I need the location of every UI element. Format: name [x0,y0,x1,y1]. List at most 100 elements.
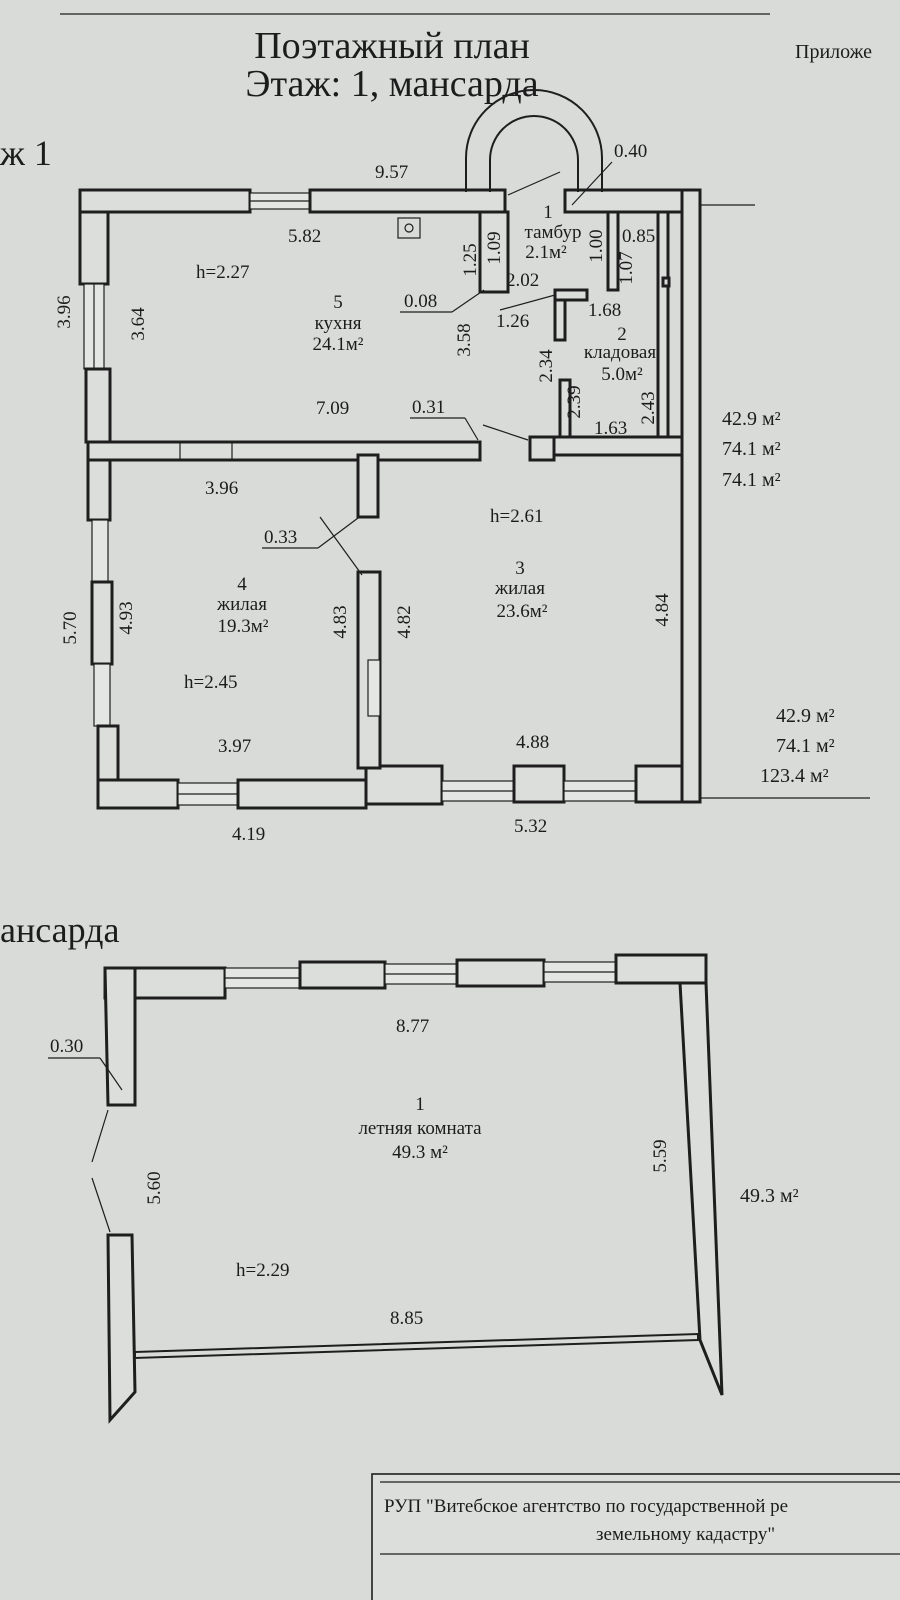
height-room3: h=2.61 [490,506,543,527]
floor1-labels: ж 1 1 тамбур 2.1м² 2 кладовая 5.0м² 3 жи… [0,133,835,845]
dim-0-33: 0.33 [264,527,297,548]
dim-7-09: 7.09 [316,398,349,419]
room2-area: 5.0м² [601,364,643,385]
total-lower-1: 42.9 м² [776,705,835,727]
dim-9-57: 9.57 [375,162,408,183]
wall-pantry-left [553,298,567,342]
dim-3-64: 3.64 [128,307,149,341]
dim-0-40: 0.40 [614,141,647,162]
room3-area: 23.6м² [497,601,548,622]
room1-area: 2.1м² [525,242,567,263]
attic-height: h=2.29 [236,1260,289,1281]
attic-dim-8-85: 8.85 [390,1308,423,1329]
stove-icon [397,217,421,239]
attic-walls [48,953,724,1424]
porch-arch-outer [465,89,603,192]
room5-name: кухня [315,313,362,334]
floor1-walls [78,89,870,810]
wall-pantry-right [656,210,670,439]
dim-3-58: 3.58 [454,323,475,356]
height-room4: h=2.45 [184,672,237,693]
dim-0-31: 0.31 [412,397,445,418]
attic-room-number: 1 [415,1094,425,1115]
room2-number: 2 [617,324,627,345]
dim-2-43: 2.43 [638,391,659,424]
stamp-line1: РУП "Витебское агентство по государствен… [384,1496,788,1517]
stamp-block: РУП "Витебское агентство по государствен… [371,1473,900,1600]
dim-3-96-b: 3.96 [205,478,238,499]
attic-dim-0-30: 0.30 [50,1036,83,1057]
room5-area: 24.1м² [313,334,364,355]
dim-1-26: 1.26 [496,311,529,332]
attic-dim-5-59: 5.59 [650,1139,671,1172]
dim-4-83: 4.83 [330,605,351,638]
header: Поэтажный план Этаж: 1, мансарда Приложе [60,13,872,105]
dim-4-88: 4.88 [516,732,549,753]
attic-section-label: ансарда [0,910,119,950]
room5-number: 5 [333,292,343,313]
total-lower-2: 74.1 м² [776,735,835,757]
page-title-line2: Этаж: 1, мансарда [245,63,538,105]
wall-left-mid [84,367,112,444]
dim-3-96-a: 3.96 [54,295,75,328]
window-left-r4a [91,519,109,583]
attic-wall-left-upper [103,966,137,1107]
total-lower-3: 123.4 м² [760,765,829,787]
attic-wall-top-d [614,953,708,985]
attic-wall-right [678,981,724,1396]
attic-wall-left-lower [106,1233,137,1424]
dim-1-63: 1.63 [594,418,627,439]
dim-2-02: 2.02 [506,270,539,291]
wall-left-r4-top [86,458,112,522]
wall-left-r4-mid [90,580,114,666]
dim-4-82: 4.82 [394,605,415,638]
dim-1-07: 1.07 [616,251,637,284]
attic-dim-5-60: 5.60 [144,1171,165,1204]
wall-left-r4-low [96,724,120,782]
room2-name: кладовая [584,342,656,363]
entry-door-leaf [507,171,561,196]
total-upper-2: 74.1 м² [722,438,781,460]
wall-partition-top [356,453,380,519]
attic-labels: ансарда 8.77 0.30 1 летняя комната 49.3 … [0,910,799,1329]
attic-bottom-beam [134,1332,699,1360]
wall-pantry-left-low [558,378,572,439]
wall-vestibule-right [606,210,620,292]
wall-bottom-a [96,778,180,810]
dim-1-00: 1.00 [586,229,607,262]
stamp-line2: земельному кадастру" [596,1524,775,1545]
dim-4-84: 4.84 [652,593,673,627]
wall-bottom-b [236,778,368,810]
attic-room-area: 49.3 м² [392,1142,448,1163]
attic-room-name: летняя комната [358,1118,482,1139]
room4-name: жилая [216,594,267,615]
dim-1-25: 1.25 [460,243,481,276]
floor1-section-label: ж 1 [0,133,52,173]
attic-wall-top-b [298,960,387,990]
door-swing-kitchen [482,424,529,441]
dim-3-97: 3.97 [218,736,251,757]
porch-arch-inner [489,115,579,192]
total-upper-1: 42.9 м² [722,408,781,430]
dim-0-08: 0.08 [404,291,437,312]
wall-doorjamb [528,435,556,462]
wall-bottom-c [364,764,444,806]
room3-number: 3 [515,558,525,579]
wall-pantry-bottom [552,435,690,457]
room1-number: 1 [543,202,553,223]
room4-number: 4 [237,574,247,595]
pantry-vent [661,276,671,288]
partition-niche [367,659,381,717]
room3-name: жилая [494,578,545,599]
room1-name: тамбур [525,222,582,243]
window-left-r4b [93,663,111,727]
total-upper-3: 74.1 м² [722,469,781,491]
dim-4-93: 4.93 [116,601,137,634]
door-swing-vestibule [499,294,556,311]
dim-5-32: 5.32 [514,816,547,837]
wall-top-mid [308,188,507,214]
door-swing-r4 [319,516,363,576]
attic-wall-top-c [455,958,546,988]
appendix-label: Приложе [795,41,872,63]
